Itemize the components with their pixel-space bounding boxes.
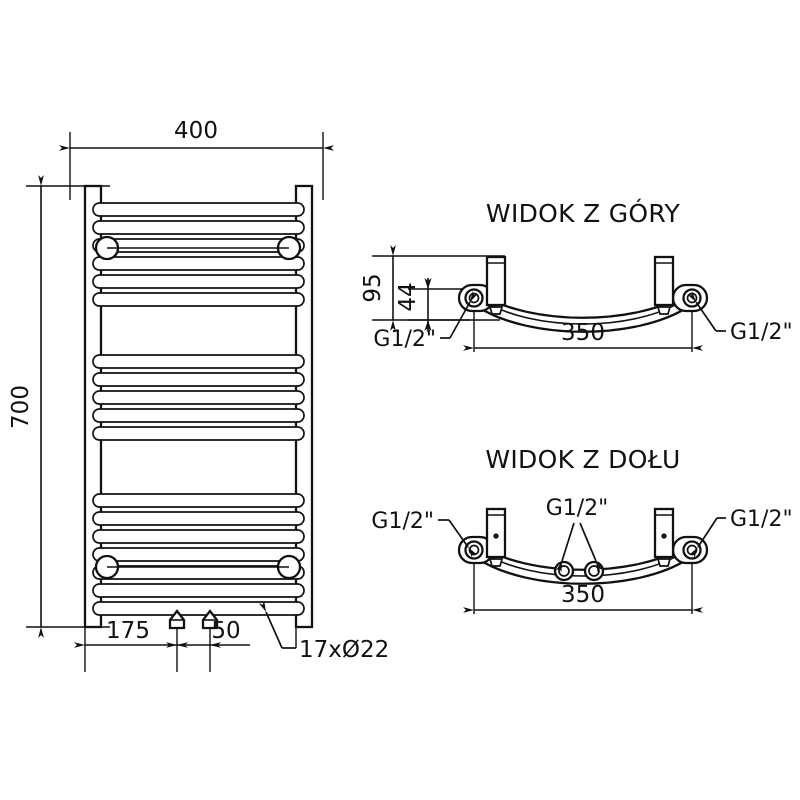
arrow-up-inner-depth <box>424 278 432 289</box>
leader-line-holes <box>258 600 283 649</box>
dimension-label-depth: 95 <box>360 273 386 302</box>
foot-left-bottom <box>488 558 504 567</box>
riser-tube-left-top <box>485 255 507 307</box>
dimension-label-span-top: 350 <box>561 320 605 346</box>
thread-bore-left-top <box>468 292 480 304</box>
rung <box>92 220 305 235</box>
centre-thread-bore-left <box>558 565 570 577</box>
riser-stub-left-bottom <box>485 507 507 559</box>
end-fitting-right-top <box>671 283 709 313</box>
label-thread-left-top: G1/2" <box>373 327 436 352</box>
top-view: WIDOK Z GÓRY 95 44 <box>360 198 793 352</box>
rung <box>92 238 305 253</box>
rung <box>92 408 305 423</box>
rung <box>92 493 305 508</box>
riser-tube-right-top <box>653 255 675 307</box>
rung-group-top <box>92 202 305 307</box>
leader-thread-right-bottom <box>689 517 718 558</box>
rung <box>92 426 305 441</box>
foot-right-top <box>656 306 672 315</box>
rung <box>92 601 305 616</box>
rung <box>92 390 305 405</box>
label-thread-centre-bottom: G1/2" <box>546 496 609 521</box>
rung-group-middle <box>92 354 305 441</box>
dimension-label-width: 400 <box>174 118 218 144</box>
thread-bore-right-top <box>686 292 698 304</box>
riser-tube-right-bottom <box>653 507 675 559</box>
rung <box>92 372 305 387</box>
rung <box>92 274 305 289</box>
leader-thread-right-top <box>687 291 717 332</box>
dimension-label-height: 700 <box>8 385 34 429</box>
riser-stub-right-top <box>653 255 675 307</box>
leader-thread-centre-right <box>579 522 603 573</box>
front-view: 400 700 <box>8 118 389 672</box>
bottom-view-title: WIDOK Z DOŁU <box>485 445 680 474</box>
rung <box>92 565 305 580</box>
riser-centre-dot-left <box>493 533 499 539</box>
valve-connector-right <box>201 609 219 630</box>
dimension-label-inner-depth: 44 <box>395 282 421 311</box>
leader-thread-centre-left <box>555 522 575 573</box>
rung <box>92 583 305 598</box>
top-view-title: WIDOK Z GÓRY <box>486 198 681 228</box>
dimension-label-span-bottom: 350 <box>561 582 605 608</box>
leader-thread-left-bottom <box>448 519 477 558</box>
rung <box>92 292 305 307</box>
rung <box>92 202 305 217</box>
dimension-label-offset-left: 175 <box>106 618 150 644</box>
foot-left-top <box>488 306 504 315</box>
label-thread-right-top: G1/2" <box>730 320 793 345</box>
leader-thread-left-top <box>449 290 478 339</box>
rung <box>92 354 305 369</box>
label-thread-left-bottom: G1/2" <box>371 509 434 534</box>
riser-tube-left-bottom <box>485 507 507 559</box>
centre-thread-bore-right <box>588 565 600 577</box>
riser-stub-right-bottom <box>653 507 675 559</box>
note-label-holes: 17xØ22 <box>299 637 389 663</box>
thread-bore-left-bottom <box>468 544 480 556</box>
bottom-view: WIDOK Z DOŁU <box>371 445 793 614</box>
riser-centre-dot-right <box>661 533 667 539</box>
label-thread-right-bottom: G1/2" <box>730 507 793 532</box>
rung <box>92 511 305 526</box>
dimension-label-offset-right: 50 <box>211 618 240 644</box>
rung-group-bottom <box>92 493 305 616</box>
rung <box>92 529 305 544</box>
arrow-down-inner-depth <box>424 320 432 331</box>
valve-connector-left <box>168 609 186 630</box>
thread-bore-right-bottom <box>686 544 698 556</box>
foot-right-bottom <box>656 558 672 567</box>
rung <box>92 256 305 271</box>
riser-stub-left-top <box>485 255 507 307</box>
rung <box>92 547 305 562</box>
